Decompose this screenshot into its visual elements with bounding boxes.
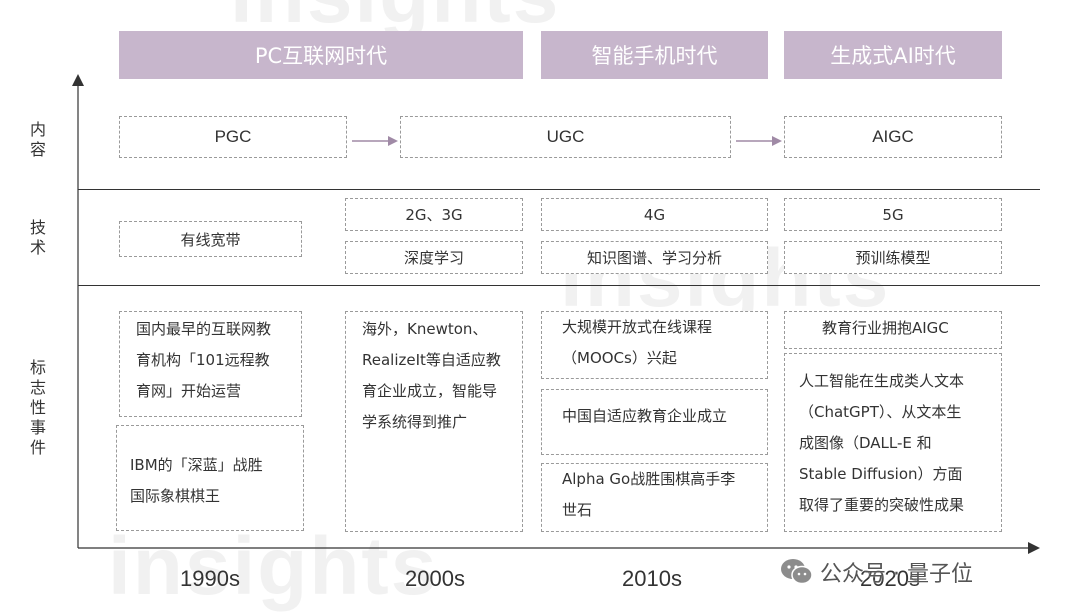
event-text-line: 国内最早的互联网教 (136, 320, 272, 338)
event-deep-blue: IBM的「深蓝」战胜国际象棋棋王 (116, 425, 304, 531)
event-text-line: 国际象棋棋王 (130, 487, 221, 505)
event-alphago: Alpha Go战胜围棋高手李世石 (541, 463, 768, 532)
decade-2000s: 2000s (405, 566, 465, 591)
decade-2010s: 2010s (622, 566, 682, 591)
event-text-line: 育企业成立，智能导 (362, 382, 498, 400)
event-101-remote-education: 国内最早的互联网教育机构「101远程教育网」开始运营 (119, 311, 302, 417)
account-name: 公众号 · 量子位 (820, 562, 973, 587)
event-text-line: 学系统得到推广 (362, 413, 468, 431)
event-text-line: RealizeIt等自适应教 (362, 351, 501, 369)
event-moocs: 大规模开放式在线课程 （MOOCs）兴起 (541, 311, 768, 379)
tech-wired-broadband: 有线宽带 (119, 221, 302, 257)
event-text-line: 大规模开放式在线课程 (562, 318, 713, 336)
row-label-tech: 技术 (29, 218, 46, 257)
arrow-ugc-to-aigc-head (772, 136, 782, 146)
event-text-line: IBM的「深蓝」战胜 (130, 456, 263, 474)
event-text-line: 育机构「101远程教 (136, 351, 270, 369)
event-china-adaptive: 中国自适应教育企业成立 (541, 389, 768, 455)
arrow-pgc-to-ugc-head (388, 136, 398, 146)
event-education-aigc: 教育行业拥抱AIGC (784, 311, 1002, 349)
era-generative-ai: 生成式AI时代 (784, 31, 1002, 79)
row-label-content: 内容 (29, 120, 46, 159)
event-knewton-adaptive: 海外，Knewton、 RealizeIt等自适应教育企业成立，智能导学系统得到推… (345, 311, 523, 532)
watermark-bottom: insights (108, 521, 439, 612)
decade-2020s: 2020s (860, 566, 920, 591)
tech-knowledge-graph: 知识图谱、学习分析 (541, 241, 768, 274)
row-label-events: 标志性事件 (29, 358, 46, 457)
era-pc-internet: PC互联网时代 (119, 31, 523, 79)
event-text-line: 取得了重要的突破性成果 (799, 496, 965, 514)
era-smartphone: 智能手机时代 (541, 31, 768, 79)
tech-deep-learning: 深度学习 (345, 241, 523, 274)
event-text-line: （ChatGPT）、从文本生 (799, 403, 962, 421)
tech-5g: 5G (784, 198, 1002, 231)
tech-4g: 4G (541, 198, 768, 231)
event-text-line: 中国自适应教育企业成立 (562, 407, 728, 425)
x-axis-arrowhead (1028, 542, 1040, 554)
content-arrows (352, 136, 782, 146)
event-text-line: （MOOCs）兴起 (562, 349, 677, 367)
y-axis-arrowhead (72, 74, 84, 86)
event-text-line: 世石 (562, 501, 593, 519)
event-chatgpt-dalle: 人工智能在生成类人文本 （ChatGPT）、从文本生成图像（DALL-E 和 Sta… (784, 353, 1002, 532)
account-watermark: 公众号 · 量子位 (780, 556, 973, 588)
event-text-line: Stable Diffusion）方面 (799, 465, 963, 483)
content-pgc: PGC (119, 116, 347, 158)
tech-2g-3g: 2G、3G (345, 198, 523, 231)
content-ugc: UGC (400, 116, 731, 158)
separator-content-tech (78, 189, 1040, 190)
event-text-line: 教育行业拥抱AIGC (822, 319, 949, 337)
separator-tech-events (78, 285, 1040, 286)
content-aigc: AIGC (784, 116, 1002, 158)
event-text-line: Alpha Go战胜围棋高手李 (562, 470, 736, 488)
tech-pretrained-model: 预训练模型 (784, 241, 1002, 274)
wechat-icon (781, 559, 813, 585)
event-text-line: 育网」开始运营 (136, 382, 242, 400)
event-text-line: 成图像（DALL-E 和 (799, 434, 932, 452)
decade-1990s: 1990s (180, 566, 240, 591)
event-text-line: 人工智能在生成类人文本 (799, 372, 965, 390)
event-text-line: 海外，Knewton、 (362, 320, 488, 338)
